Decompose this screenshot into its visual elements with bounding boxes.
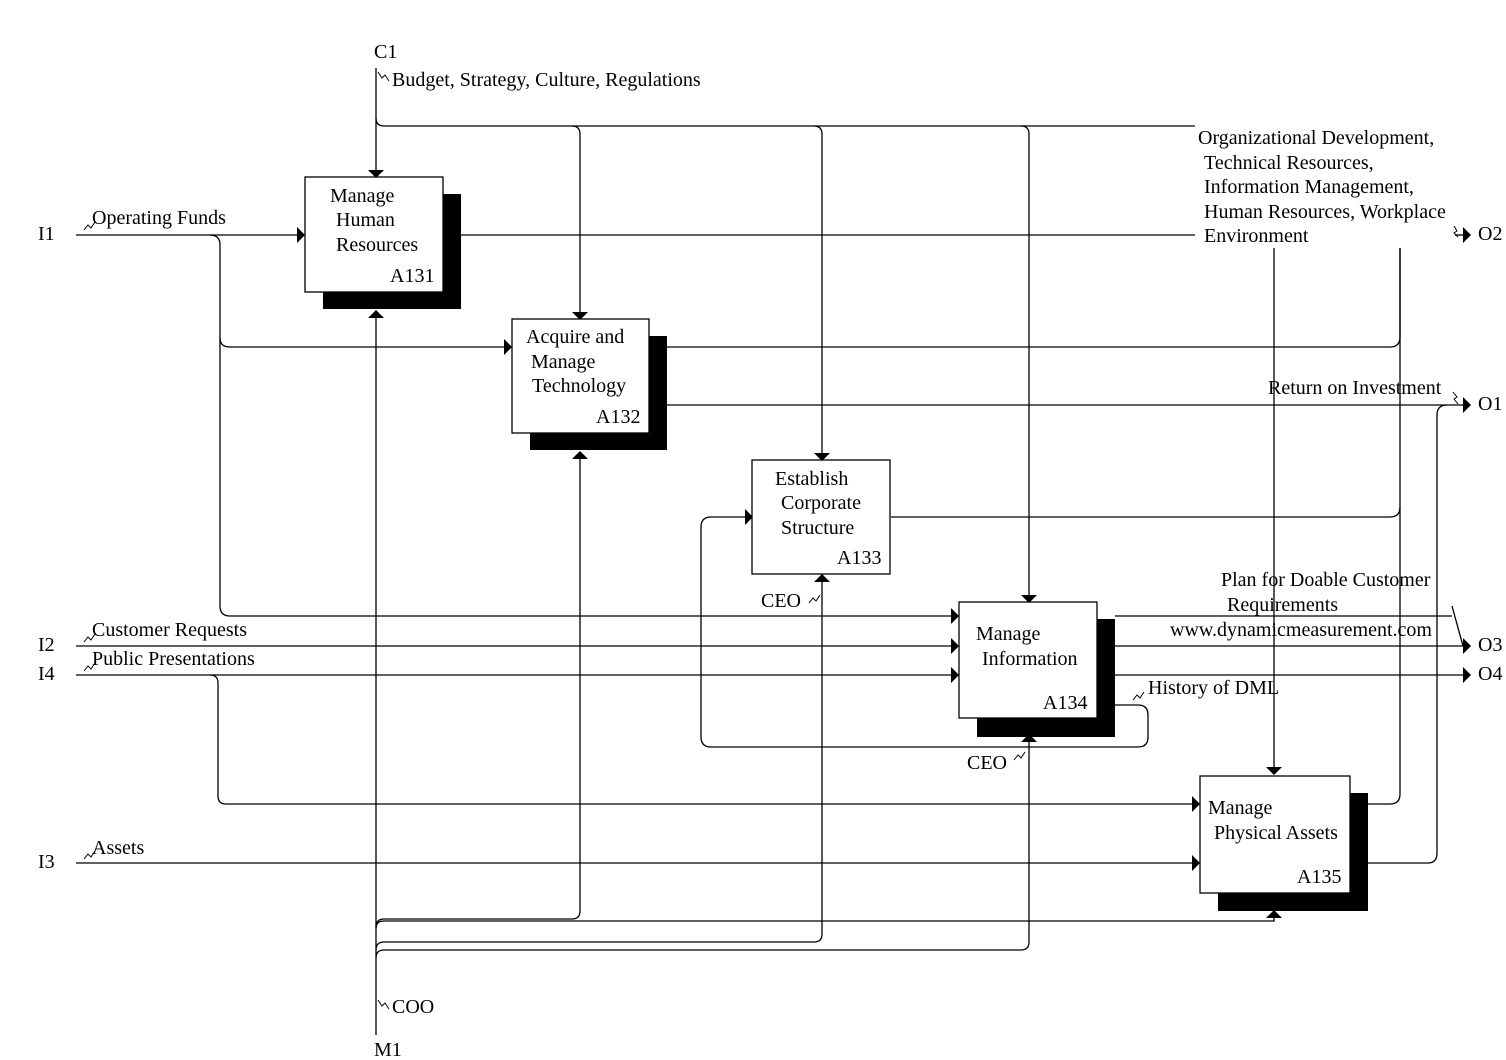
- arrowhead-o4: [1463, 667, 1471, 683]
- label-website: www.dynamicmeasurement.com: [1170, 619, 1432, 641]
- control-arrow-a133: [813, 125, 823, 454]
- arrowhead-o1: [1463, 397, 1471, 413]
- label-customer-requests: Customer Requests: [92, 619, 247, 641]
- label-assets: Assets: [92, 837, 144, 859]
- squiggle-roi: [1452, 391, 1459, 405]
- arrowhead-a135-input2: [1192, 855, 1200, 871]
- box-frame: [304, 176, 444, 293]
- activity-number: A132: [596, 406, 640, 428]
- a133-output: [891, 506, 1401, 518]
- squiggle-assets: [83, 850, 96, 860]
- tunnel-i4: I4: [38, 663, 55, 685]
- operating-funds-branch: [209, 234, 951, 617]
- mechanism-to-a132: [375, 456, 581, 928]
- label-org-dev: Organizational Development,Technical Res…: [1198, 127, 1446, 247]
- arrowhead-c1-a134: [1021, 595, 1037, 603]
- label-public-presentations: Public Presentations: [92, 648, 255, 670]
- tunnel-m1: M1: [374, 1039, 402, 1060]
- control-arrow-a132: [571, 125, 581, 312]
- label-controls: Budget, Strategy, Culture, Regulations: [392, 69, 701, 91]
- arrowhead-feedback-a133: [745, 509, 753, 525]
- squiggle-coo: [377, 999, 390, 1010]
- squiggle-operating-funds: [83, 221, 96, 231]
- label-history: History of DML: [1148, 677, 1279, 699]
- arrowhead-c1-a131: [368, 170, 384, 178]
- connector-lines: [76, 68, 1467, 1035]
- arrowhead-o2: [1463, 227, 1471, 243]
- arrowhead-c1-a133: [814, 453, 830, 461]
- box-frame: [511, 318, 650, 434]
- mechanism-to-a133: [375, 580, 823, 951]
- box-frame: [958, 601, 1098, 719]
- operating-funds-to-a132: [219, 337, 505, 348]
- arrowhead-i1-a132: [504, 339, 512, 355]
- arrowhead-m1-a133: [814, 574, 830, 582]
- arrowhead-c1-a132: [572, 312, 588, 320]
- tunnel-o1: O1: [1478, 393, 1502, 415]
- tunnel-o3: O3: [1478, 634, 1502, 656]
- label-operating-funds: Operating Funds: [92, 207, 226, 229]
- control-arrow-a134: [1020, 125, 1030, 596]
- arrowhead-i2-a134: [951, 638, 959, 654]
- tunnel-o2: O2: [1478, 223, 1502, 245]
- arrowhead-o3: [1463, 638, 1471, 654]
- label-coo: COO: [392, 996, 434, 1018]
- arrowheads: [297, 170, 1471, 918]
- arrowhead-i4-a134: [951, 667, 959, 683]
- feedback-loop: [700, 516, 1149, 748]
- activity-number: A131: [390, 265, 434, 287]
- plan-to-o3: [1451, 605, 1464, 647]
- tunnel-i2: I2: [38, 634, 55, 656]
- squiggle-ceo-a133: [808, 594, 821, 604]
- arrowhead-control-a135: [1266, 767, 1282, 775]
- arrowhead-m1-a132: [572, 451, 588, 459]
- arrowhead-i1-a134: [951, 608, 959, 624]
- squiggle-customer-requests: [83, 633, 96, 643]
- label-return-on-investment: Return on Investment: [1268, 377, 1442, 399]
- arrowhead-m1-a135: [1266, 910, 1282, 918]
- squiggle-history: [1132, 691, 1145, 701]
- tunnel-c1: C1: [374, 41, 397, 63]
- arrowhead-i1-a131: [297, 227, 305, 243]
- squiggle-public-presentations: [83, 662, 96, 672]
- mechanism-to-a135: [375, 916, 1275, 929]
- activity-number: A135: [1297, 866, 1341, 888]
- public-presentations-to-a135: [209, 674, 1192, 805]
- activity-number: A133: [837, 547, 881, 569]
- a135-output-up: [1367, 248, 1401, 805]
- arrowhead-m1-a131: [368, 310, 384, 318]
- a135-roi-output: [1367, 404, 1448, 864]
- tunnel-i3: I3: [38, 851, 55, 873]
- mechanism-to-a134: [375, 740, 1030, 959]
- squiggle-controls: [377, 71, 390, 82]
- control-bus: [375, 117, 1195, 127]
- arrowhead-a135-input1: [1192, 796, 1200, 812]
- squiggle-ceo-a134: [1013, 751, 1026, 761]
- arrow-labels: Budget, Strategy, Culture, Regulations O…: [92, 69, 1446, 1018]
- squiggle-o2: [1453, 225, 1459, 238]
- tunnel-o4: O4: [1478, 663, 1502, 685]
- arrowhead-m1-a134: [1021, 734, 1037, 742]
- icom-labels: C1 I1 I2 I4 I3 M1 O2 O1 O3 O4: [38, 41, 1502, 1060]
- o2-output: [667, 248, 1401, 348]
- tunnel-i1: I1: [38, 223, 55, 245]
- activity-number: A134: [1043, 692, 1087, 714]
- box-frame: [1199, 775, 1351, 894]
- box-frame: [751, 459, 891, 575]
- label-ceo-a134: CEO: [967, 752, 1007, 774]
- label-squiggles: [83, 71, 1459, 1010]
- label-ceo-a133: CEO: [761, 590, 801, 612]
